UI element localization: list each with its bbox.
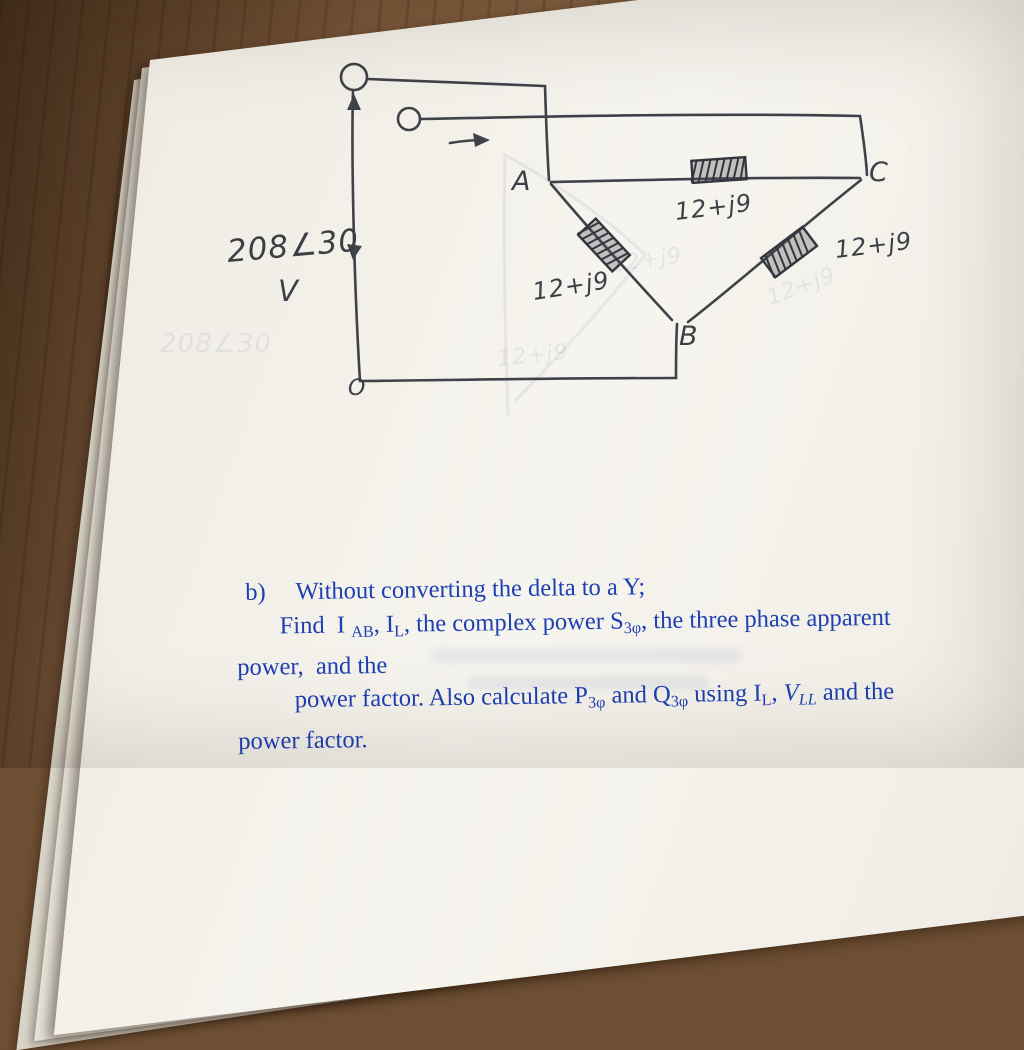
current-arrow-head bbox=[473, 133, 490, 147]
source-pointer-arrow bbox=[347, 244, 362, 260]
wire-a-to-c bbox=[549, 176, 862, 184]
circuit-wires bbox=[339, 62, 869, 383]
text-run: , I bbox=[373, 610, 395, 638]
impedance-boxes bbox=[576, 155, 819, 279]
resistor-rect bbox=[759, 225, 819, 279]
arrowheads bbox=[347, 94, 490, 260]
wire-left-vertical bbox=[351, 88, 362, 383]
source-value-label: 208∠30 bbox=[226, 223, 361, 270]
wire-b-drop bbox=[674, 322, 679, 380]
ghost-wire bbox=[503, 153, 647, 257]
text-run: , the three phase apparent bbox=[640, 603, 891, 634]
impedance-label-ca: 12+j9 bbox=[673, 189, 753, 226]
ghost-label: 208∠30 bbox=[160, 329, 272, 359]
text-run: power factor. bbox=[238, 726, 368, 756]
text-run: Find I bbox=[279, 610, 352, 639]
impedance-label-bc: 12+j9 bbox=[833, 227, 913, 264]
text-run: Without converting the delta to a Y; bbox=[295, 573, 646, 606]
node-label-a: A bbox=[510, 166, 531, 197]
text-run: power, and the bbox=[237, 651, 388, 681]
bleedthrough-smudge bbox=[468, 676, 708, 689]
text-run: b) bbox=[245, 578, 266, 606]
text-run: L bbox=[394, 622, 405, 640]
source-terminal-circle-1 bbox=[339, 62, 369, 92]
text-run: AB bbox=[351, 623, 374, 641]
text-run: power factor. Also calculate P bbox=[294, 682, 589, 714]
text-run: L bbox=[761, 692, 772, 710]
source-terminal-circle-2 bbox=[396, 106, 422, 132]
text-run: and the bbox=[816, 677, 895, 706]
node-label-b: B bbox=[679, 321, 699, 352]
wire-drop-to-a bbox=[543, 84, 551, 182]
wire-top-2 bbox=[418, 113, 862, 121]
text-run: LL bbox=[798, 691, 817, 709]
ghost-wire bbox=[502, 153, 510, 417]
wire-top-1 bbox=[365, 77, 547, 88]
text-run: V bbox=[783, 679, 799, 707]
question-text: b) Without converting the delta to a Y; F… bbox=[236, 565, 1018, 758]
node-label-c: C bbox=[869, 157, 889, 188]
resistor-rect bbox=[690, 155, 748, 185]
impedance-box-ca bbox=[690, 155, 748, 185]
text-run: , bbox=[771, 679, 784, 707]
text-run: and Q bbox=[605, 680, 671, 709]
impedance-label-ab: 12+j9 bbox=[531, 266, 612, 306]
node-label-o: O bbox=[348, 376, 366, 401]
resistor-rect bbox=[576, 216, 632, 274]
text-run: 3φ bbox=[670, 693, 689, 711]
wire-drop-to-c bbox=[858, 114, 869, 177]
resistor-hatch bbox=[764, 229, 809, 279]
impedance-box-bc bbox=[759, 225, 819, 279]
source-unit-label: V bbox=[278, 274, 300, 308]
resistor-hatch bbox=[690, 157, 746, 183]
text-run: , the complex power S bbox=[403, 607, 624, 638]
resistor-hatch bbox=[577, 221, 629, 266]
text-run: 3φ bbox=[623, 619, 642, 637]
impedance-box-ab bbox=[576, 216, 632, 274]
circuit-drawing: 12+j9 12+j9 208∠30 12+j9 bbox=[160, 62, 914, 417]
text-run: using I bbox=[687, 679, 762, 708]
text-run: 3φ bbox=[587, 694, 606, 712]
wire-bottom bbox=[358, 376, 678, 383]
up-arrow-head bbox=[347, 94, 361, 110]
bleedthrough-smudge bbox=[432, 648, 742, 663]
